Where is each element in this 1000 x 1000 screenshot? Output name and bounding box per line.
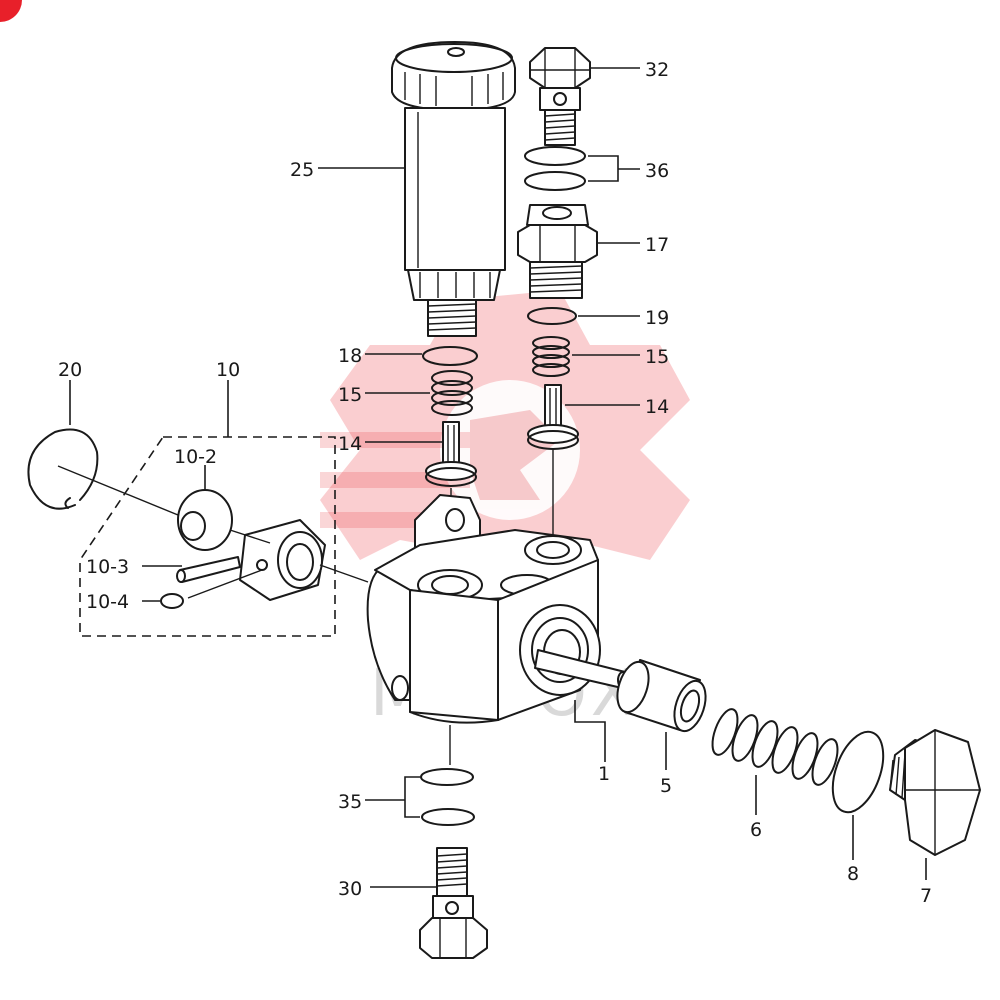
callout-5: 5 [660,775,672,797]
part-10-2-roller [177,489,233,551]
part-18-o-ring [422,346,478,366]
part-6-spring [711,708,839,786]
part-15-spring-left [431,370,473,416]
part-25-hand-primer [391,41,516,337]
callout-10: 10 [216,359,240,381]
callout-10-4: 10-4 [86,591,129,613]
callout-15-right: 15 [645,346,669,368]
callout-14-left: 14 [338,433,362,455]
part-20-snap-ring [27,428,99,510]
part-19-o-ring [527,307,577,325]
callout-30: 30 [338,878,362,900]
part-15-spring-right [532,336,570,377]
part-14-valve-left [425,421,477,487]
assembly-10-outline [79,436,336,637]
callout-7: 7 [920,885,932,907]
callout-1: 1 [598,763,610,785]
part-32-banjo-bolt [529,47,591,146]
callout-labels: 32 36 17 19 15 14 25 18 15 14 20 10 10-2… [58,59,932,907]
part-10-tappet [239,519,326,601]
callout-15-left: 15 [338,384,362,406]
part-5-piston [616,659,707,733]
callout-14-right: 14 [645,396,669,418]
callout-36: 36 [645,160,669,182]
part-10-3-pin [176,556,241,583]
callout-18: 18 [338,345,362,367]
part-35-washers [420,768,475,826]
axis-roller [229,529,271,544]
callout-19: 19 [645,307,669,329]
callout-17: 17 [645,234,669,256]
callout-10-2: 10-2 [174,446,217,468]
part-8-gasket [831,730,885,814]
callout-6: 6 [750,819,762,841]
axis-10-4 [187,569,263,599]
callout-32: 32 [645,59,669,81]
part-17-union-fitting [517,204,598,299]
axis-20 [57,465,179,516]
callout-8: 8 [847,863,859,885]
part-7-plug [889,729,981,856]
callout-35: 35 [338,791,362,813]
callout-20: 20 [58,359,82,381]
part-30-banjo-bolt [419,847,488,959]
part-14-valve-right [527,384,579,450]
callout-10-3: 10-3 [86,556,129,578]
brand-corner-mark [0,0,22,22]
callout-25: 25 [290,159,314,181]
leader-lines [69,67,927,888]
part-10-4-pin [160,593,184,609]
part-36-washers [524,146,586,191]
axis-tappet-body [319,564,369,583]
part-1-pump-body [366,494,601,724]
